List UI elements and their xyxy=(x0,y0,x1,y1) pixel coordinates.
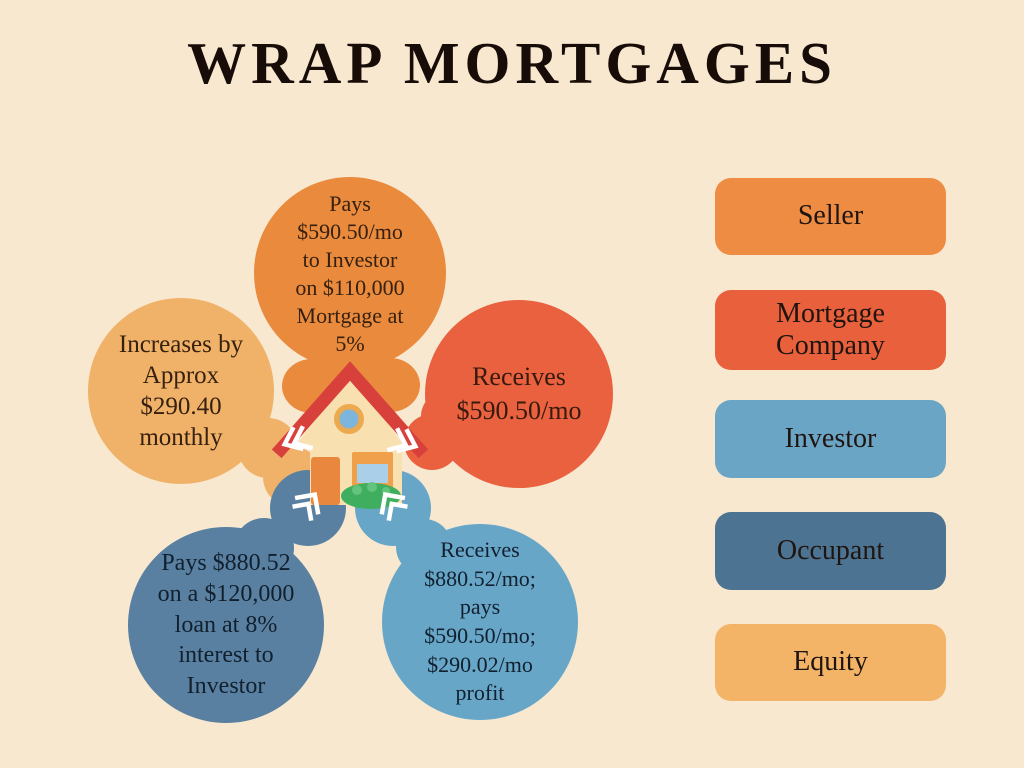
occupant-bubble xyxy=(128,527,324,723)
legend-item-equity: Equity xyxy=(715,624,946,701)
investor-bubble-label: Receives $880.52/mo; pays $590.50/mo; $2… xyxy=(424,537,536,706)
page-title: WRAP MORTGAGES xyxy=(187,30,837,96)
house-roof xyxy=(271,361,429,459)
door-icon xyxy=(311,457,340,505)
seller-bubble-label: Pays $590.50/mo to Investor on $110,000 … xyxy=(295,191,405,356)
equity-bubble-label: Increases by Approx $290.40 monthly xyxy=(118,330,244,452)
legend-item-investor: Investor xyxy=(715,400,946,478)
legend-item-occupant: Occupant xyxy=(715,512,946,590)
mortgage-company-bubble xyxy=(425,300,613,488)
legend-item-label: Seller xyxy=(797,200,864,232)
seller-bubble xyxy=(254,177,446,369)
window-glass xyxy=(357,464,388,483)
round-window-glass xyxy=(339,409,359,429)
bubble-circles xyxy=(88,177,613,723)
corner-arrow-up-right-icon xyxy=(292,492,321,522)
chevron-right-icon xyxy=(386,427,419,454)
bush-dot xyxy=(367,482,377,492)
mortgage-company-bubble-label: Receives $590.50/mo xyxy=(456,362,582,425)
legend-item-mortgage-company: Mortgage Company xyxy=(715,290,946,370)
corner-arrow-up-left-icon xyxy=(379,492,408,522)
legend-item-seller: Seller xyxy=(715,178,946,255)
bush-dot xyxy=(352,485,362,495)
legend-item-label: Mortgage Company xyxy=(776,297,885,361)
flow-arrows xyxy=(281,425,419,522)
legend-item-label: Investor xyxy=(784,422,877,454)
occupant-bubble-label: Pays $880.52 on a $120,000 loan at 8% in… xyxy=(157,550,295,700)
chevron-left-icon xyxy=(281,425,314,452)
investor-bubble xyxy=(382,524,578,720)
legend-item-label: Occupant xyxy=(776,534,885,566)
legend-item-label: Equity xyxy=(793,646,868,678)
equity-bubble xyxy=(88,298,274,484)
